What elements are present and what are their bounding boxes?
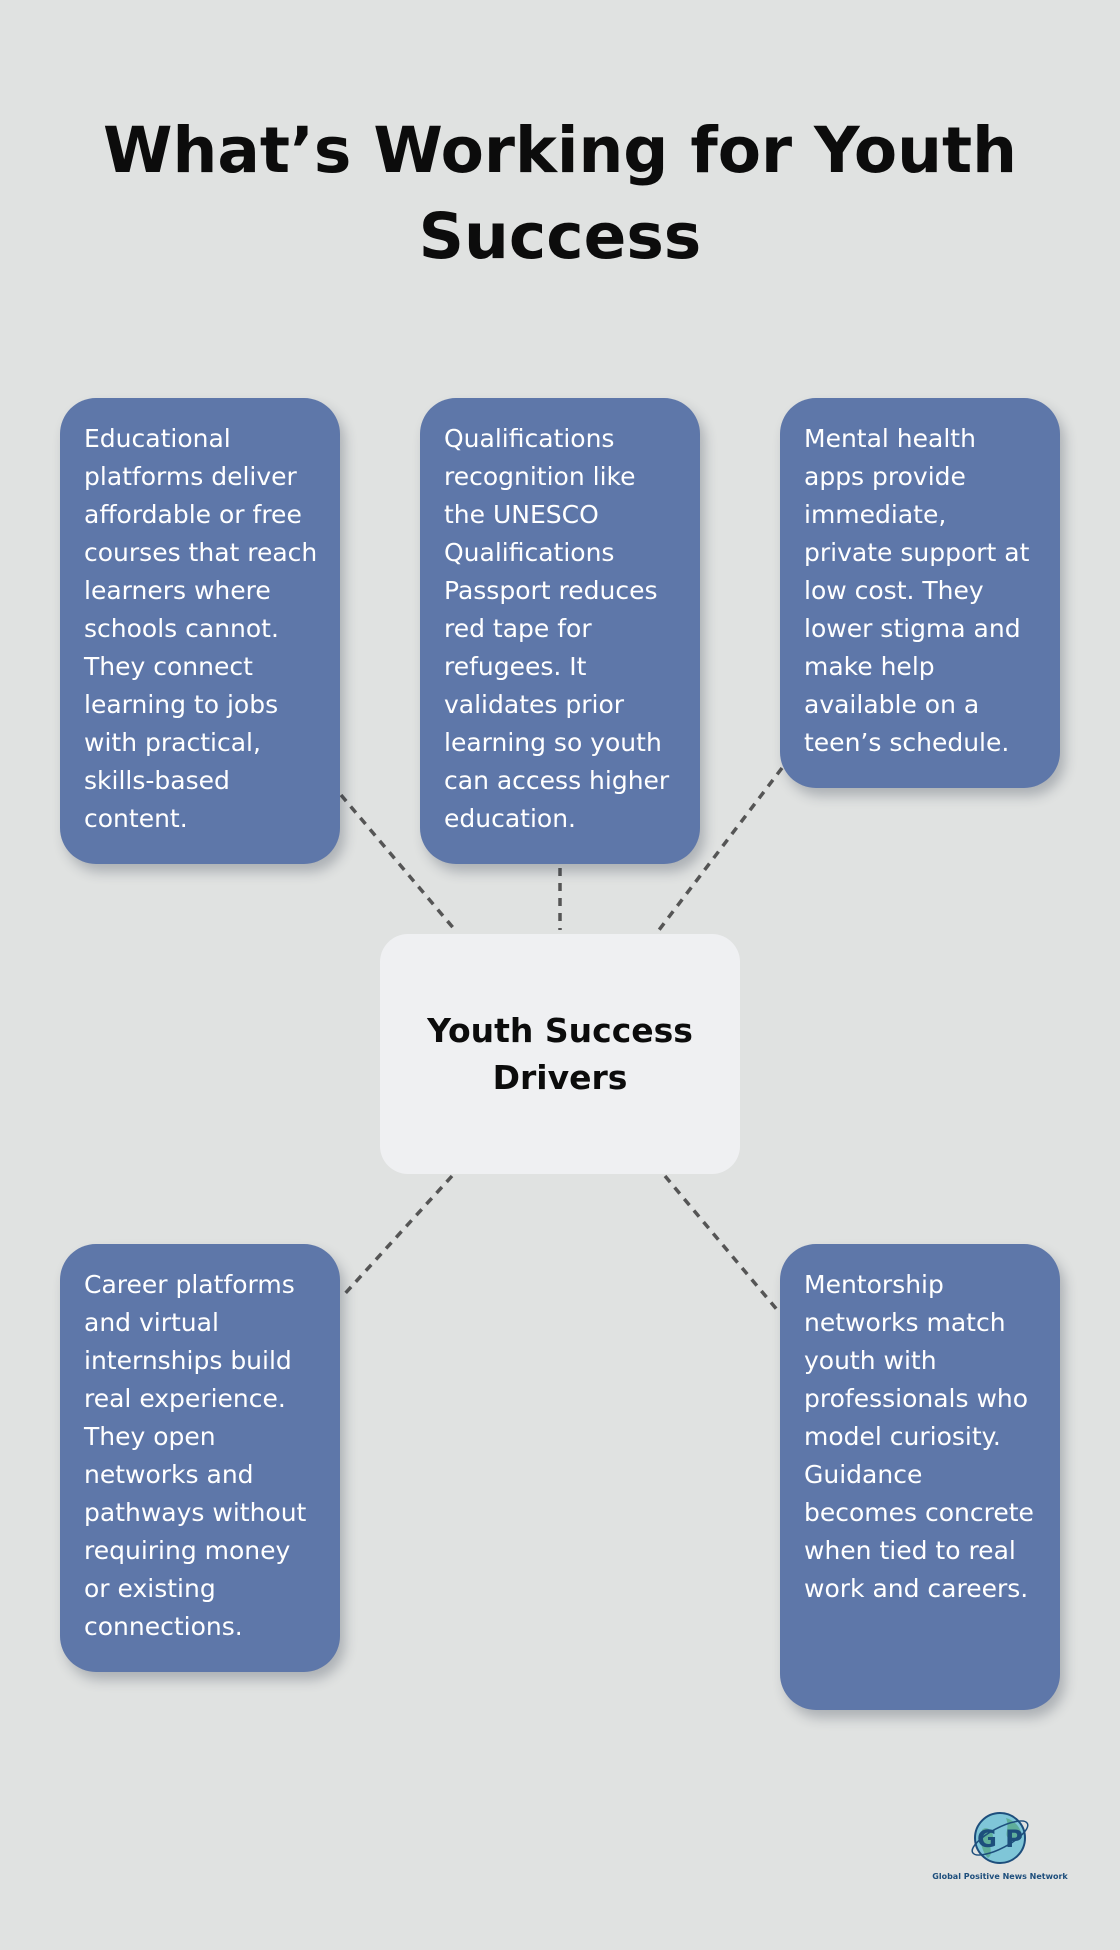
card-text: Educational platforms deliver affordable… — [84, 424, 318, 833]
central-node-label: Youth Success Drivers — [427, 1011, 693, 1097]
connector-line-card-3 — [657, 766, 784, 932]
logo-letters: G P — [977, 1825, 1023, 1853]
card-text: Qualifications recognition like the UNES… — [444, 424, 670, 833]
driver-card-qualifications-recognition: Qualifications recognition like the UNES… — [420, 398, 700, 864]
card-text: Mentorship networks match youth with pro… — [804, 1270, 1034, 1603]
globe-icon: G P — [971, 1812, 1029, 1864]
central-node: Youth Success Drivers — [380, 934, 740, 1174]
card-text: Mental health apps provide immediate, pr… — [804, 424, 1030, 757]
page-title: What’s Working for Youth Success — [103, 114, 1017, 273]
driver-card-educational-platforms: Educational platforms deliver affordable… — [60, 398, 340, 864]
logo-caption: Global Positive News Network — [932, 1872, 1068, 1881]
card-text: Career platforms and virtual internships… — [84, 1270, 307, 1641]
driver-card-mental-health-apps: Mental health apps provide immediate, pr… — [780, 398, 1060, 788]
driver-card-career-platforms: Career platforms and virtual internships… — [60, 1244, 340, 1672]
connector-line-card-4 — [339, 1174, 454, 1300]
driver-card-mentorship-networks: Mentorship networks match youth with pro… — [780, 1244, 1060, 1710]
brand-logo: G P Global Positive News Network — [930, 1804, 1070, 1896]
connector-line-card-5 — [663, 1174, 781, 1314]
